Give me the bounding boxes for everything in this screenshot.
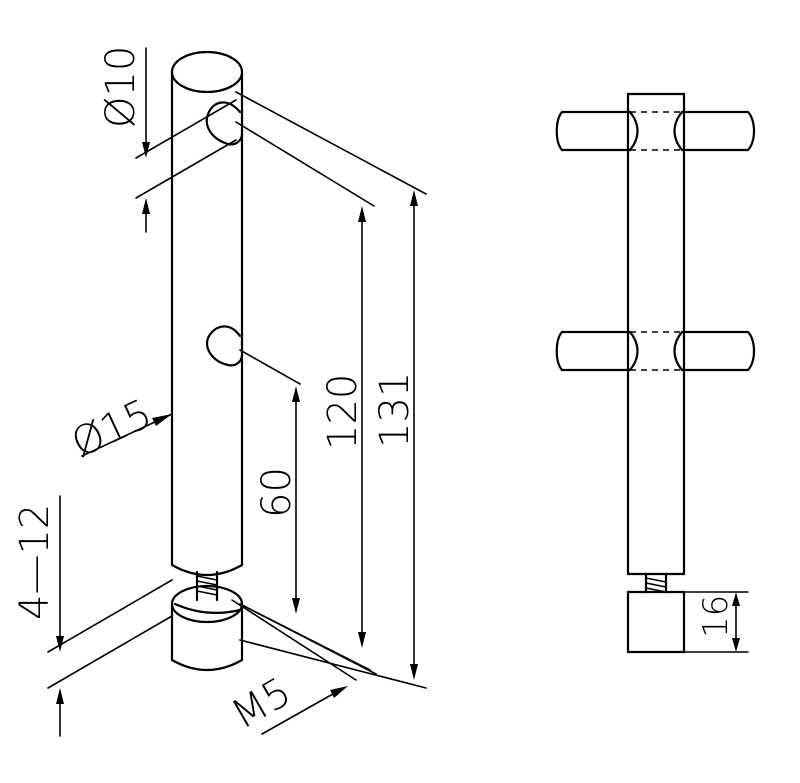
middle-cross-hole [206, 325, 244, 367]
upper-cross-hole [205, 101, 244, 146]
front-view: 16 [555, 92, 756, 654]
spacing-label: 4—12 [12, 504, 58, 620]
post-body [170, 50, 244, 576]
front-post [626, 92, 686, 576]
dimension-120: 120 [235, 121, 377, 675]
dimension-131: 131 [235, 91, 427, 689]
h16-label: 16 [696, 595, 736, 638]
dimension-m5: M5 [224, 599, 371, 739]
h120-label: 120 [320, 374, 366, 450]
h131-label: 131 [372, 372, 418, 448]
dimension-d10: Ø10 [98, 46, 237, 233]
d10-label: Ø10 [98, 46, 144, 128]
isometric-view: Ø10 Ø15 4—12 M5 [12, 46, 427, 739]
d15-label: Ø15 [65, 391, 159, 468]
lower-crossbar [555, 330, 756, 372]
base-cap [170, 584, 244, 671]
front-base-cap [626, 590, 686, 654]
m5-label: M5 [224, 669, 299, 739]
upper-crossbar [555, 110, 756, 152]
front-threaded-stud [644, 572, 668, 594]
dimension-spacing: 4—12 [12, 495, 173, 737]
h60-label: 60 [254, 467, 300, 518]
dimension-16: 16 [683, 591, 749, 653]
dimension-60: 60 [239, 349, 301, 614]
dimension-d15: Ø15 [65, 391, 173, 468]
